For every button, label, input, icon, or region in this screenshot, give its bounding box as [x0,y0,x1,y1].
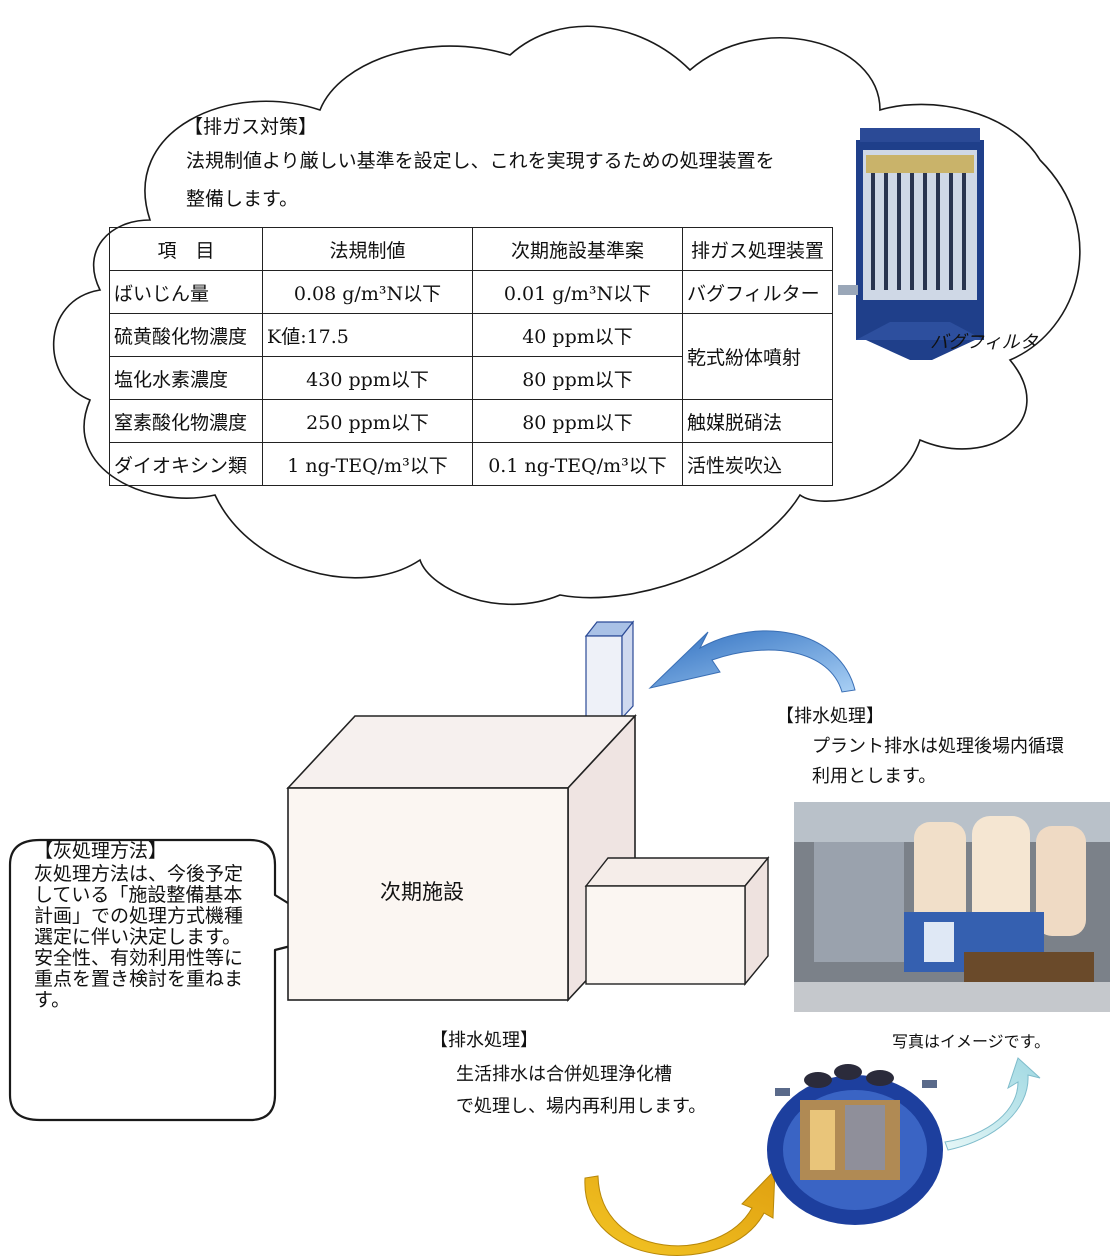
cell-legal: K値:17.5 [262,313,473,357]
cell-legal: 250 ppm以下 [262,399,473,443]
table-row: ダイオキシン類 1 ng-TEQ/m³以下 0.1 ng-TEQ/m³以下 活性… [109,442,833,486]
cell-proposed: 80 ppm以下 [472,356,683,400]
gas-control-desc-line1: 法規制値より厳しい基準を設定し、これを実現するための処理装置を [186,150,775,172]
facility-label: 次期施設 [380,880,464,904]
bagfilter-caption: バグフィルタ [930,332,1038,353]
domestic-wastewater-heading: 【排水処理】 [430,1030,538,1051]
plant-wastewater-line2: 利用とします。 [812,766,937,787]
col-header-proposed: 次期施設基準案 [472,227,683,271]
col-header-item: 項 目 [109,227,263,271]
cell-device: バグフィルター [682,270,833,314]
table-row: ばいじん量 0.08 g/m³N以下 0.01 g/m³N以下 バグフィルター [109,270,833,314]
chimney [584,620,635,720]
cell-proposed: 80 ppm以下 [472,399,683,443]
bagfilter-illustration [838,128,984,360]
col-header-device: 排ガス処理装置 [682,227,833,271]
cell-item: 塩化水素濃度 [109,356,263,400]
photo-disclaimer: 写真はイメージです。 [892,1032,1051,1051]
cell-proposed: 0.01 g/m³N以下 [472,270,683,314]
cell-proposed: 0.1 ng-TEQ/m³以下 [472,442,683,486]
reuse-arrow-gold [584,1168,776,1256]
ash-speech-bubble [8,838,340,1122]
cell-item: ダイオキシン類 [109,442,263,486]
table-header-row: 項 目 法規制値 次期施設基準案 排ガス処理装置 [109,227,833,271]
cell-legal: 430 ppm以下 [262,356,473,400]
cell-item: 窒素酸化物濃度 [109,399,263,443]
cell-legal: 1 ng-TEQ/m³以下 [262,442,473,486]
plant-wastewater-line1: プラント排水は処理後場内循環 [812,736,1064,757]
plant-wastewater-heading: 【排水処理】 [776,706,884,727]
gas-control-heading: 【排ガス対策】 [184,116,318,138]
ash-body: 灰処理方法は、今後予定している「施設整備基本計画」での処理方式機種選定に伴い決定… [34,863,244,1011]
cell-device: 乾式紛体噴射 [682,313,833,400]
cell-device: 活性炭吹込 [682,442,833,486]
plant-wastewater-photo [794,802,1110,1012]
cell-item: 硫黄酸化物濃度 [109,313,263,357]
table-row: 窒素酸化物濃度 250 ppm以下 80 ppm以下 触媒脱硝法 [109,399,833,443]
gas-control-desc-line2: 整備します。 [186,188,299,210]
table-row: 硫黄酸化物濃度 K値:17.5 40 ppm以下 乾式紛体噴射 [109,313,833,400]
domestic-wastewater-line1: 生活排水は合併処理浄化槽 [456,1064,672,1085]
cell-item: ばいじん量 [109,270,263,314]
cell-proposed: 40 ppm以下 [472,313,683,357]
loop-arrow-cyan [944,1057,1041,1151]
emission-standards-table: 項 目 法規制値 次期施設基準案 排ガス処理装置 ばいじん量 0.08 g/m³… [109,227,833,486]
ash-heading: 【灰処理方法】 [34,840,168,862]
septic-tank-illustration [767,1064,943,1225]
domestic-wastewater-line2: で処理し、場内再利用します。 [456,1096,707,1117]
cell-legal: 0.08 g/m³N以下 [262,270,473,314]
recycle-arrow-blue [648,630,856,693]
col-header-legal: 法規制値 [262,227,473,271]
facility-building [286,713,770,1003]
cell-device: 触媒脱硝法 [682,399,833,443]
